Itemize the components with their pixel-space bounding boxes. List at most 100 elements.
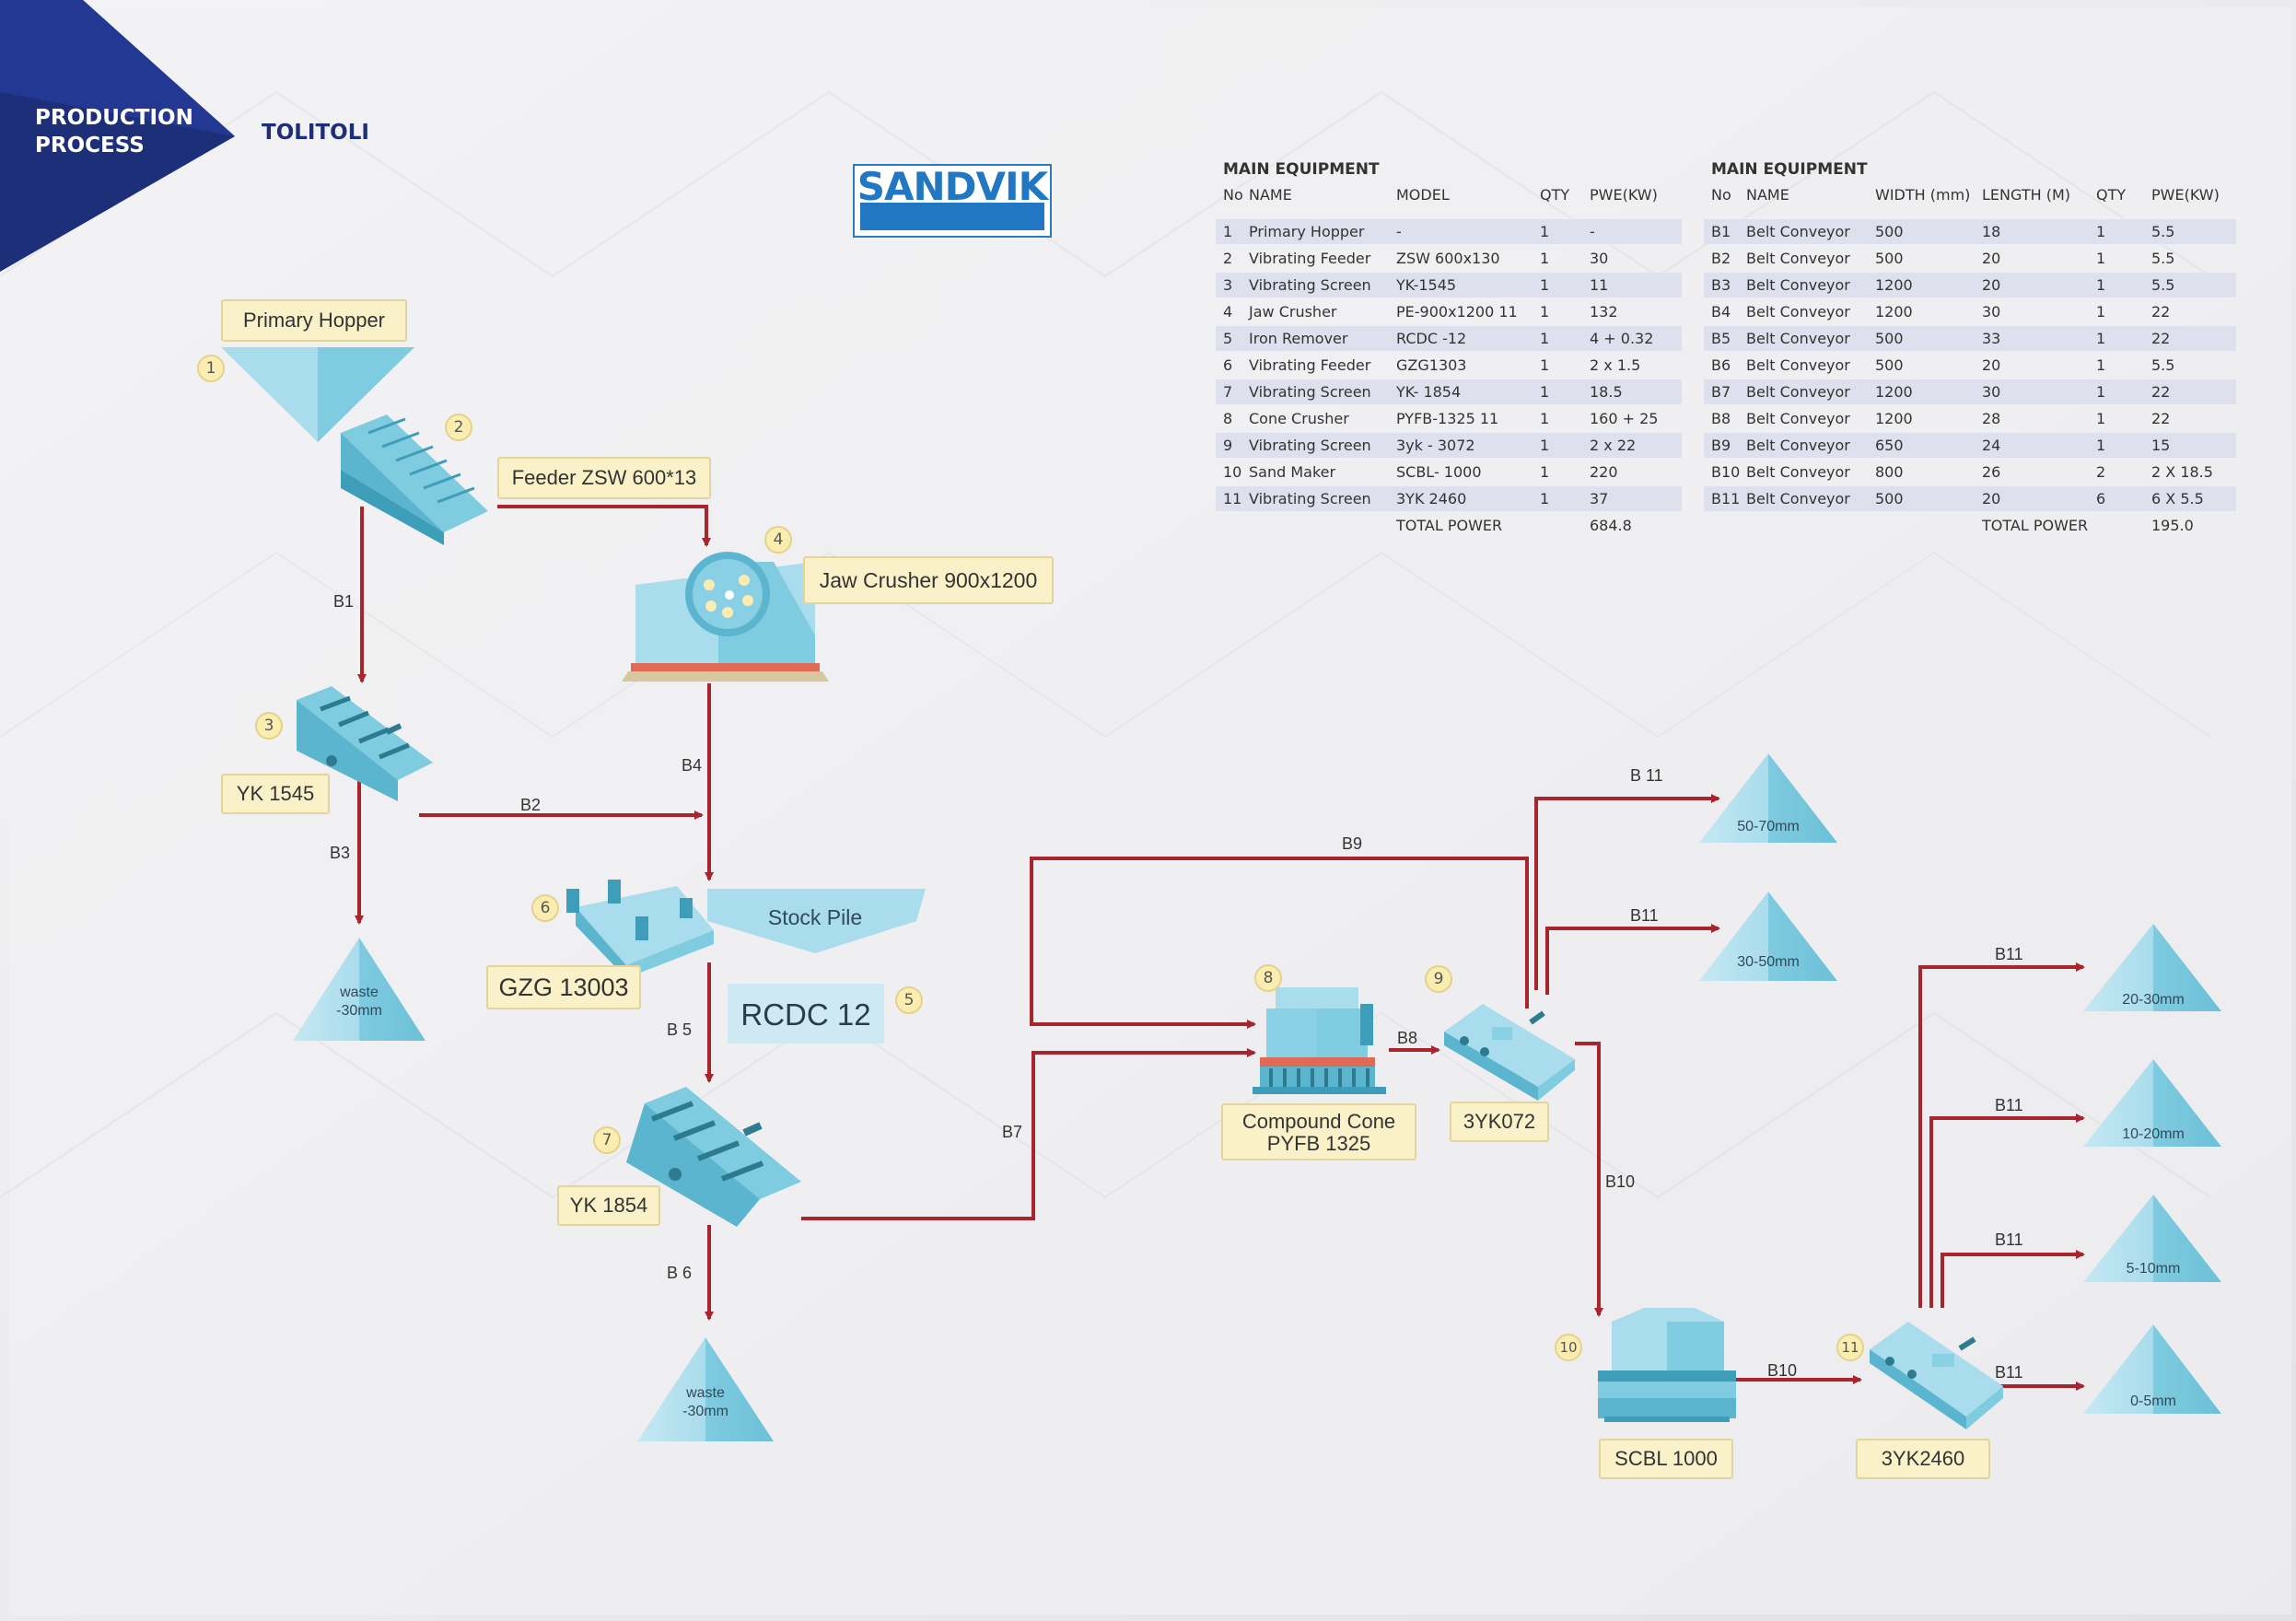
table-cell: Belt Conveyor xyxy=(1746,490,1850,507)
belt-label-b3: B3 xyxy=(330,844,351,862)
table-cell: 4 + 0.32 xyxy=(1590,330,1654,347)
title-line-2: PROCESS xyxy=(35,134,145,157)
vibrating-screen-yk1545-icon xyxy=(297,686,433,801)
jaw-crusher-icon xyxy=(622,552,829,682)
belt-label-b4: B4 xyxy=(682,756,703,775)
badge-5: 5 xyxy=(895,986,923,1014)
site-name: TOLITOLI xyxy=(262,121,369,145)
table-row xyxy=(1704,433,2236,458)
table-cell: B2 xyxy=(1711,250,1731,267)
belt-label-b1: B1 xyxy=(333,592,355,611)
pile-waste-1-line2: -30mm xyxy=(336,1003,382,1019)
table-row xyxy=(1704,379,2236,404)
column-header: MODEL xyxy=(1396,186,1450,204)
badge-8: 8 xyxy=(1254,964,1282,992)
table-cell: 1 xyxy=(1223,223,1233,240)
stock-pile-icon xyxy=(707,889,926,953)
jaw-crusher-label: Jaw Crusher 900x1200 xyxy=(803,556,1054,604)
table-cell: 500 xyxy=(1875,490,1904,507)
table-cell: B10 xyxy=(1711,463,1741,481)
belt-label-b10: B10 xyxy=(1767,1361,1798,1380)
table-cell: 2 x 1.5 xyxy=(1590,356,1641,374)
table-cell: 1 xyxy=(1540,437,1550,454)
table-cell: 30 xyxy=(1982,383,2001,401)
table-cell: 1200 xyxy=(1875,276,1913,294)
table-cell: 1 xyxy=(1540,463,1550,481)
badge-7: 7 xyxy=(593,1126,621,1154)
badge-11: 11 xyxy=(1836,1334,1864,1361)
table-row xyxy=(1704,219,2236,244)
belt-b7-line xyxy=(801,1048,1256,1220)
table-row xyxy=(1704,273,2236,297)
belt-b11-3-line xyxy=(1918,962,2085,1308)
table-row xyxy=(1216,433,1682,458)
compound-cone-label: Compound Cone PYFB 1325 xyxy=(1221,1103,1416,1160)
pile-5-10-icon xyxy=(2083,1195,2221,1282)
column-header: NAME xyxy=(1249,186,1292,204)
table-cell: 1 xyxy=(2096,383,2106,401)
table-cell: 1 xyxy=(1540,410,1550,427)
vibrating-screen-3yk2460-icon xyxy=(1870,1322,2003,1429)
table-cell: Belt Conveyor xyxy=(1746,383,1850,401)
table-cell: 3yk - 3072 xyxy=(1396,437,1475,454)
cone-crusher-icon xyxy=(1253,987,1386,1094)
table-cell: B6 xyxy=(1711,356,1731,374)
table-cell: - xyxy=(1590,223,1595,240)
table-cell: B11 xyxy=(1711,490,1741,507)
pile-waste-2-line2: -30mm xyxy=(682,1404,728,1419)
column-header: No xyxy=(1711,186,1731,204)
table-cell: 1 xyxy=(2096,223,2106,240)
vibrating-screen-3yk072-icon xyxy=(1444,1004,1575,1101)
table-cell: 1200 xyxy=(1875,383,1913,401)
table-cell: 24 xyxy=(1982,437,2001,454)
pile-20-30-icon xyxy=(2083,924,2221,1011)
table-row xyxy=(1704,486,2236,511)
table-cell: 5.5 xyxy=(2151,223,2175,240)
belt-b11-top-line xyxy=(1534,794,1720,990)
yk1545-label: YK 1545 xyxy=(221,774,330,814)
column-header: WIDTH (mm) xyxy=(1875,186,1971,204)
belt-b11-4-line xyxy=(1929,1114,2085,1308)
page-title: PRODUCTION PROCESS xyxy=(35,104,219,159)
belt-label-b11-3: B11 xyxy=(1995,945,2023,963)
table-cell: 500 xyxy=(1875,250,1904,267)
sandvik-logo: SANDVIK xyxy=(853,164,1052,238)
table-cell: B1 xyxy=(1711,223,1731,240)
table-cell: 1 xyxy=(1540,490,1550,507)
table-cell: Vibrating Feeder xyxy=(1249,250,1371,267)
belt-b9-line xyxy=(1030,857,1529,1029)
belt-b11-5-line xyxy=(1941,1250,2085,1308)
table-cell: 650 xyxy=(1875,437,1904,454)
table-cell: B7 xyxy=(1711,383,1731,401)
badge-6: 6 xyxy=(531,894,559,922)
table-cell: Primary Hopper xyxy=(1249,223,1365,240)
table-cell: Belt Conveyor xyxy=(1746,223,1850,240)
badge-3: 3 xyxy=(255,712,283,740)
table-cell: Belt Conveyor xyxy=(1746,276,1850,294)
table-cell: 1 xyxy=(1540,356,1550,374)
table-cell: 800 xyxy=(1875,463,1904,481)
table-cell: 5.5 xyxy=(2151,276,2175,294)
table-cell: 1 xyxy=(1540,223,1550,240)
3yk072-label: 3YK072 xyxy=(1450,1102,1549,1142)
column-header: QTY xyxy=(1540,186,1570,204)
table-cell: B3 xyxy=(1711,276,1731,294)
belt-label-b8: B8 xyxy=(1397,1029,1418,1047)
table-cell: Belt Conveyor xyxy=(1746,303,1850,321)
total-power-label: TOTAL POWER xyxy=(1982,517,2089,534)
table-heading: MAIN EQUIPMENT xyxy=(1711,160,1868,179)
logo-bar xyxy=(860,203,1044,230)
belt-label-b11-6: B11 xyxy=(1995,1363,2023,1382)
scbl-label: SCBL 1000 xyxy=(1599,1439,1733,1479)
column-header: PWE(KW) xyxy=(1590,186,1658,204)
pile-waste-1-icon xyxy=(293,938,425,1041)
column-header: NAME xyxy=(1746,186,1789,204)
pile-50-70-label: 50-70mm xyxy=(1737,819,1800,834)
primary-hopper-label: Primary Hopper xyxy=(221,299,407,342)
table-cell: 1 xyxy=(1540,383,1550,401)
total-power-label: TOTAL POWER xyxy=(1396,517,1503,534)
table-cell: 30 xyxy=(1590,250,1609,267)
belt-label-b2: B2 xyxy=(520,796,542,814)
